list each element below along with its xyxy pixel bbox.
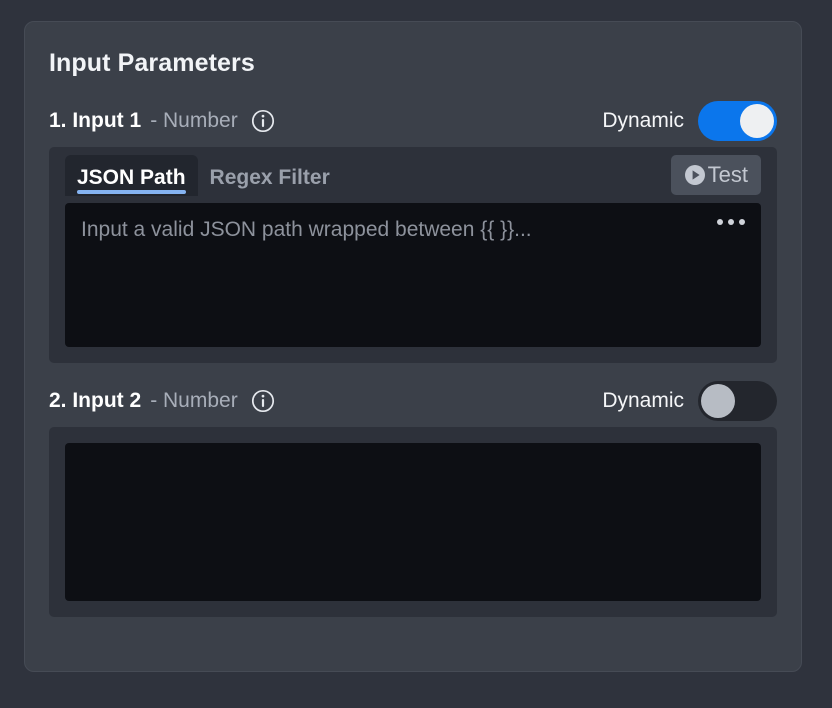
dynamic-toggle-2[interactable]: [698, 381, 777, 421]
tab-json-path-label: JSON Path: [77, 165, 186, 189]
parameter-index-label-2: 2. Input 2: [49, 389, 142, 412]
dynamic-toggle-1[interactable]: [698, 101, 777, 141]
json-path-editor-placeholder: Input a valid JSON path wrapped between …: [81, 218, 532, 241]
parameter-block-2: 2. Input 2 - Number Dynamic: [49, 381, 777, 617]
tab-regex-filter-label: Regex Filter: [209, 165, 330, 189]
parameter-header-1: 1. Input 1 - Number Dynamic: [49, 101, 777, 141]
tab-active-underline: [77, 189, 186, 194]
json-path-editor[interactable]: Input a valid JSON path wrapped between …: [65, 203, 761, 347]
parameter-header-2: 2. Input 2 - Number Dynamic: [49, 381, 777, 421]
test-button-label: Test: [707, 162, 748, 187]
parameter-section-2: [49, 427, 777, 617]
dynamic-label-1: Dynamic: [602, 109, 684, 132]
tab-json-path[interactable]: JSON Path: [65, 154, 198, 196]
parameter-type-label-1: - Number: [150, 109, 238, 132]
input-parameters-card: Input Parameters 1. Input 1 - Number Dyn…: [24, 21, 802, 672]
tab-regex-filter[interactable]: Regex Filter: [198, 155, 342, 196]
parameter-block-1: 1. Input 1 - Number Dynamic: [49, 101, 777, 363]
ellipsis-icon[interactable]: [717, 219, 745, 225]
ellipsis-dot: [728, 219, 734, 225]
parameter-index-label-1: 1. Input 1: [49, 109, 142, 132]
dynamic-label-2: Dynamic: [602, 389, 684, 412]
toggle-knob: [701, 384, 735, 418]
parameter-type-label-2: - Number: [150, 389, 238, 412]
tab-strip-1: JSON Path Regex Filter: [65, 147, 761, 203]
input-2-editor[interactable]: [65, 443, 761, 601]
play-circle-icon: [684, 164, 706, 186]
info-circle-icon[interactable]: [251, 109, 275, 133]
parameter-section-1: JSON Path Regex Filter: [49, 147, 777, 363]
ellipsis-dot: [739, 219, 745, 225]
test-button[interactable]: Test: [670, 155, 761, 195]
info-circle-icon[interactable]: [251, 389, 275, 413]
ellipsis-dot: [717, 219, 723, 225]
page-title: Input Parameters: [49, 49, 255, 77]
toggle-knob: [740, 104, 774, 138]
